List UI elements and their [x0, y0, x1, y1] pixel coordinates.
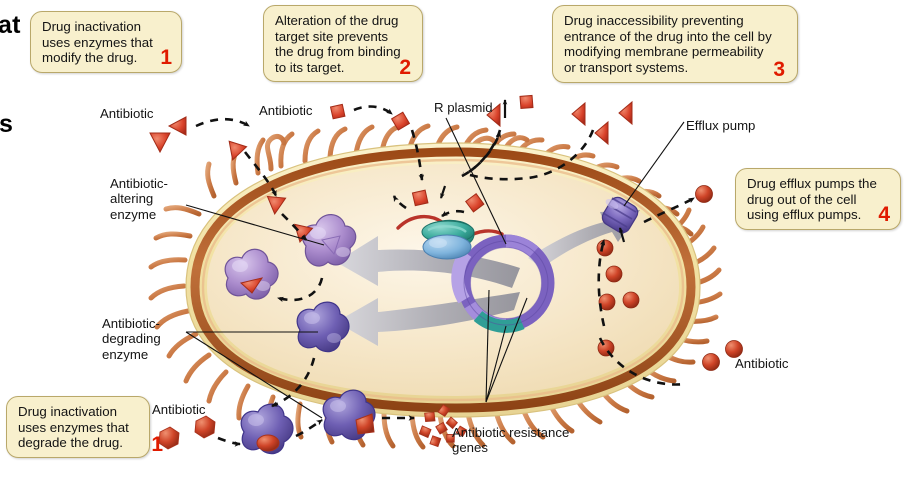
label-antibiotic-bottom-left: Antibiotic	[152, 402, 206, 417]
callout-box-1-modify: Drug inactivation uses enzymes that modi…	[30, 11, 182, 73]
callout-1-text: Drug inactivation uses enzymes that modi…	[42, 19, 153, 66]
label-antibiotic-degrading-enzyme: Antibiotic- degrading enzyme	[102, 316, 161, 362]
antibiotic-degrading-enzyme-inside	[296, 301, 350, 353]
label-antibiotic-top-mid: Antibiotic	[259, 103, 313, 118]
efflux-pump	[601, 196, 639, 234]
label-antibiotic-bottom-right: Antibiotic	[735, 356, 789, 371]
callout-4-text: Drug efflux pumps the drug out of the ce…	[747, 176, 877, 223]
membrane-inner-highlight	[201, 158, 685, 402]
ribosome-complex	[396, 214, 504, 260]
callout-2-number: 2	[399, 56, 411, 79]
r-plasmid	[451, 234, 555, 333]
pathway-arrows	[195, 105, 695, 447]
cropped-text-mid: s	[0, 110, 14, 138]
callout-box-1-degrade: Drug inactivation uses enzymes that degr…	[6, 396, 163, 458]
drug-wedges	[486, 100, 633, 146]
cropped-text-top: at	[0, 11, 21, 39]
label-antibiotic-resistance-genes: Antibiotic resistance genes	[452, 425, 570, 456]
drug-diamonds	[329, 94, 534, 213]
label-efflux-pump: Efflux pump	[686, 118, 756, 133]
short-arrows	[439, 99, 626, 243]
callout-1-number: 1	[160, 46, 172, 69]
antibiotic-altering-enzyme-with-drug	[224, 248, 279, 300]
callout-5-number: 1	[151, 433, 163, 456]
callout-box-4-efflux: Drug efflux pumps the drug out of the ce…	[735, 168, 901, 230]
callout-2-text: Alteration of the drug target site preve…	[275, 13, 401, 76]
antibiotic-altering-enzyme-bound	[301, 214, 357, 267]
drug-spheres	[158, 185, 743, 450]
antibiotic-degrading-enzyme-outside-1	[240, 403, 294, 455]
callout-4-number: 4	[878, 203, 890, 226]
leader-lines	[185, 117, 685, 419]
antibiotic-degrading-enzyme-outside-2	[322, 389, 376, 441]
label-antibiotic-top-left: Antibiotic	[100, 106, 154, 121]
label-antibiotic-altering-enzyme: Antibiotic- altering enzyme	[110, 176, 168, 222]
callout-box-2-target: Alteration of the drug target site preve…	[263, 5, 423, 82]
callout-3-text: Drug inaccessibility preventing entrance…	[564, 13, 772, 76]
label-r-plasmid: R plasmid	[434, 100, 493, 115]
callout-5-text: Drug inactivation uses enzymes that degr…	[18, 404, 129, 451]
drug-triangles	[149, 116, 314, 244]
degraded-drug-fragments	[418, 404, 468, 448]
callout-3-number: 3	[773, 58, 785, 81]
callout-box-3-access: Drug inaccessibility preventing entrance…	[552, 5, 798, 83]
